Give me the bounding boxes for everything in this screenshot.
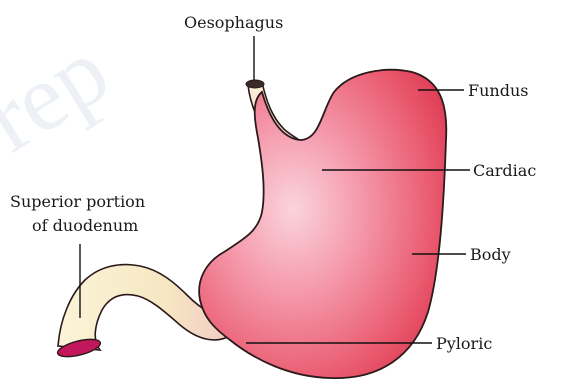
label-duodenum-line2: of duodenum xyxy=(32,216,138,235)
oesophagus-opening xyxy=(246,80,264,88)
label-cardiac: Cardiac xyxy=(473,161,536,180)
stomach-shape xyxy=(199,70,446,378)
label-pyloric: Pyloric xyxy=(436,334,492,353)
label-fundus: Fundus xyxy=(468,81,528,100)
watermark-text: rep xyxy=(0,16,126,172)
label-duodenum-line1: Superior portion xyxy=(10,192,145,211)
label-body: Body xyxy=(470,245,511,264)
label-oesophagus: Oesophagus xyxy=(184,13,283,32)
